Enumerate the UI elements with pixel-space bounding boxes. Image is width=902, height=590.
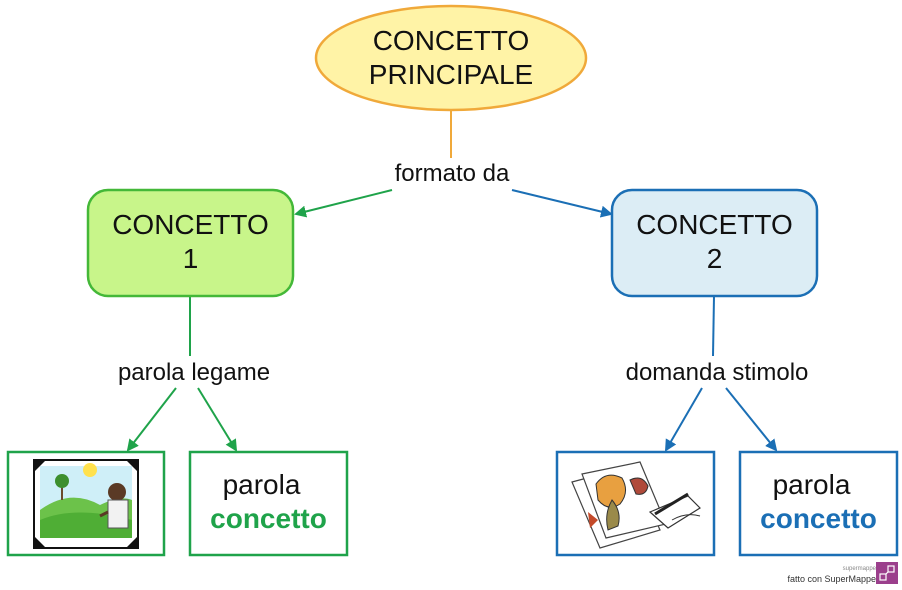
connector-right-label-to-word: [725, 387, 778, 452]
connector-label-to-concept2: [511, 189, 613, 218]
link-label-left: parola legame: [98, 359, 290, 387]
connector-right-label-to-image: [664, 387, 703, 452]
concept1-title: CONCETTO 1: [88, 208, 293, 276]
connector-label-to-concept1: [294, 189, 393, 218]
leaf-left-word: parola: [222, 469, 301, 500]
connector-concept2-to-label: [712, 295, 715, 357]
concept1-node[interactable]: [86, 188, 295, 298]
connector-left-label-to-image: [126, 387, 177, 452]
supermappe-logo: [876, 562, 898, 584]
link-label-right: domanda stimolo: [604, 359, 830, 387]
footer-credit: supermappe fatto con SuperMappe: [787, 564, 876, 584]
connector-left-label-to-word: [197, 387, 238, 452]
drawing-sketches-icon: [571, 461, 701, 549]
leaf-left-word-box[interactable]: [188, 450, 349, 557]
main-concept-title: CONCETTO PRINCIPALE: [316, 24, 586, 92]
leaf-right-word-box[interactable]: [738, 450, 899, 557]
leaf-right-word: parola: [772, 469, 851, 500]
main-concept-node[interactable]: [314, 4, 588, 112]
main-concept-line1: CONCETTO: [372, 25, 530, 56]
concept2-line1: CONCETTO: [636, 209, 793, 240]
concept2-title: CONCETTO 2: [612, 208, 817, 276]
concept1-line1: CONCETTO: [112, 209, 269, 240]
leaf-right-concept: concetto: [760, 503, 877, 534]
concept2-node[interactable]: [610, 188, 819, 298]
footer-small-text: supermappe: [842, 566, 876, 572]
concept2-line2: 2: [706, 243, 723, 274]
leaf-right-text: parola concetto: [740, 468, 897, 536]
main-concept-line2: PRINCIPALE: [368, 59, 534, 90]
footer-credit-text: fatto con SuperMappe: [787, 574, 876, 584]
leaf-left-concept: concetto: [210, 503, 327, 534]
concept1-line2: 1: [182, 243, 199, 274]
landscape-photo-icon: [33, 459, 139, 549]
leaf-left-text: parola concetto: [190, 468, 347, 536]
link-label-main: formato da: [380, 160, 524, 188]
